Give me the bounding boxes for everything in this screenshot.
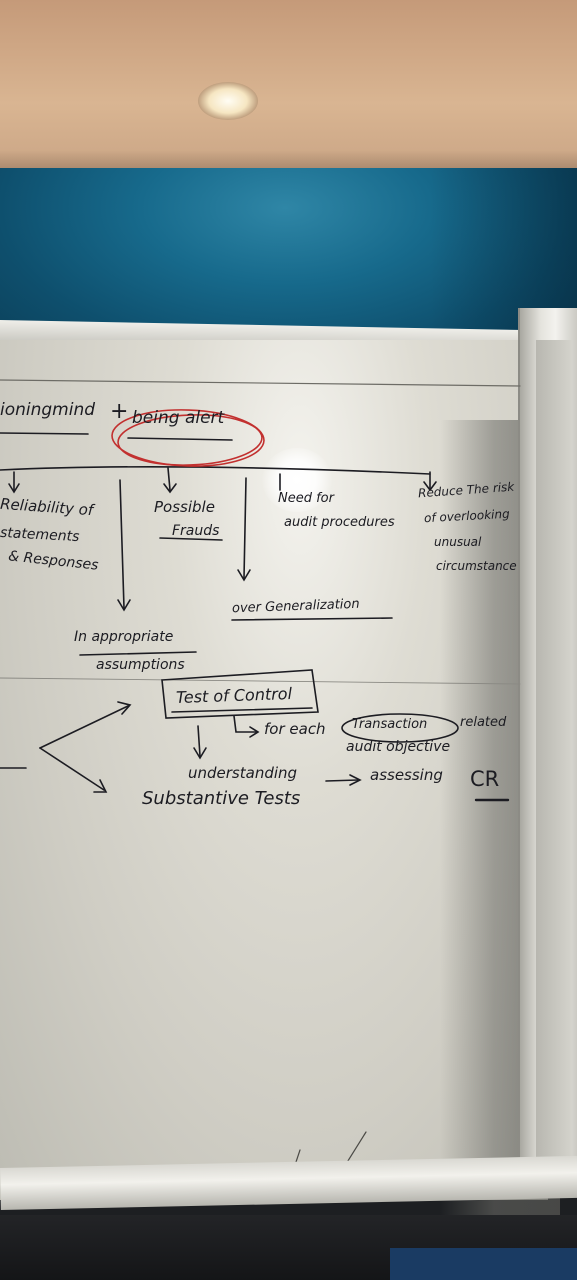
branch-audit-line-1: Need for xyxy=(278,491,334,506)
ceiling xyxy=(0,0,577,172)
assessing-text: assessing xyxy=(370,766,443,784)
light-glare xyxy=(262,448,332,512)
adjacent-board-inner xyxy=(536,340,572,1160)
top-left-phrase: ioningmind xyxy=(0,400,96,420)
cr-text: CR xyxy=(470,767,500,791)
inappropriate-line-2: assumptions xyxy=(96,657,185,673)
inappropriate-line-1: In appropriate xyxy=(74,629,174,645)
branch-risk-line-4: circumstance xyxy=(436,559,517,573)
ceiling-lamp xyxy=(198,82,258,120)
plus-sign: + xyxy=(110,399,129,424)
substantive-tests-text: Substantive Tests xyxy=(142,788,301,809)
branch-risk-line-3: unusual xyxy=(434,535,482,549)
related-text: related xyxy=(460,715,507,730)
audit-objective-text: audit objective xyxy=(346,739,451,755)
branch-frauds-line-1: Possible xyxy=(154,498,215,516)
being-alert-text: being alert xyxy=(132,408,225,428)
branch-frauds-line-2: Frauds xyxy=(172,523,220,539)
understanding-text: understanding xyxy=(188,764,298,782)
transaction-text: Transaction xyxy=(352,717,428,732)
blue-object xyxy=(390,1248,577,1280)
for-each-text: for each xyxy=(264,720,326,738)
branch-audit-line-2: audit procedures xyxy=(284,515,395,530)
